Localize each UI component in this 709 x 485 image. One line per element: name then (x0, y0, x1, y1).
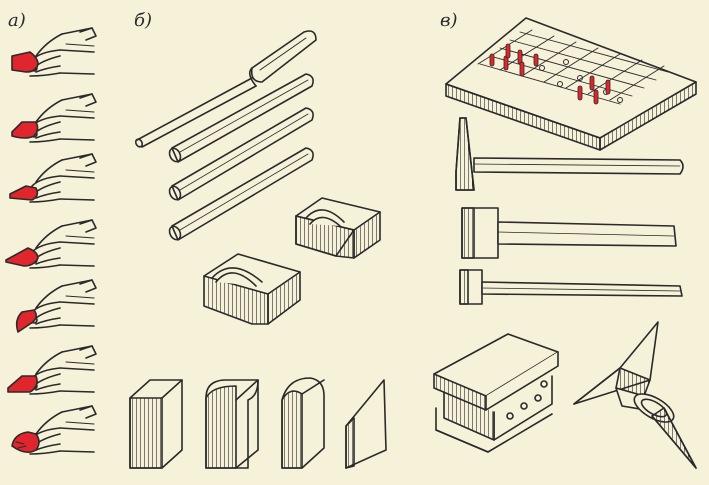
section-label-b: б) (134, 10, 153, 31)
hammer-icon (455, 117, 684, 191)
pliers-icon (5, 219, 97, 269)
section-label-c: в) (440, 10, 458, 31)
hammer-icon (461, 207, 677, 259)
hammer-icon (459, 269, 683, 305)
round-rod-icon (168, 147, 314, 241)
bending-plate-icon (345, 379, 387, 469)
grooved-block-icon (295, 197, 381, 259)
pin-board-icon (445, 17, 697, 151)
bending-plate-icon (281, 377, 325, 469)
bending-plate-icon (205, 379, 259, 469)
bending-plate-icon (129, 379, 183, 469)
pliers-icon (15, 279, 97, 333)
grooved-block-icon (203, 253, 301, 325)
pliers-icon (11, 405, 97, 455)
pliers-icon (7, 345, 97, 395)
round-rod-icon (168, 107, 314, 201)
mandrel-rod-icon (134, 30, 317, 148)
pliers-icon (11, 93, 97, 143)
pliers-column (5, 27, 97, 455)
pliers-icon (11, 27, 97, 77)
anvil-icon (433, 333, 559, 453)
pliers-icon (9, 153, 97, 203)
round-rod-icon (168, 73, 314, 163)
anvil-icon (573, 321, 697, 469)
section-label-a: а) (8, 10, 26, 31)
